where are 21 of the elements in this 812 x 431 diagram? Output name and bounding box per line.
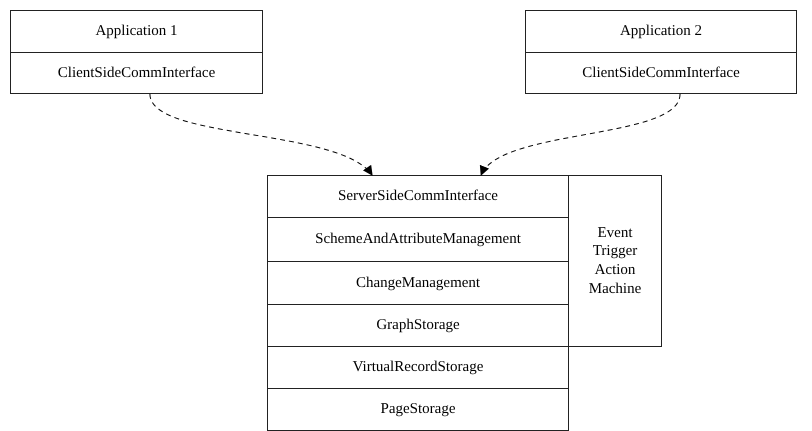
component-label: ClientSideCommInterface	[58, 64, 216, 82]
component-label: ChangeManagement	[356, 274, 480, 292]
component-box	[525, 52, 797, 94]
component-box	[10, 10, 263, 53]
component-box	[267, 346, 569, 389]
component-label: Application 2	[620, 22, 702, 41]
component-label: ServerSideCommInterface	[338, 187, 498, 206]
component-box	[10, 52, 263, 94]
component-label: PageStorage	[380, 400, 456, 419]
dashed-arrow	[480, 94, 681, 176]
component-box	[525, 10, 797, 53]
component-label: GraphStorage	[376, 316, 460, 335]
component-label: VirtualRecordStorage	[352, 358, 484, 377]
component-label: Application 1	[95, 22, 178, 41]
component-box	[267, 388, 569, 431]
component-label: SchemeAndAttributeManagement	[315, 230, 521, 249]
component-label: Event Trigger Action Machine	[588, 224, 642, 298]
component-label: ClientSideCommInterface	[582, 64, 740, 82]
component-box	[267, 175, 569, 218]
component-box	[568, 175, 662, 347]
dashed-arrow	[149, 94, 373, 176]
